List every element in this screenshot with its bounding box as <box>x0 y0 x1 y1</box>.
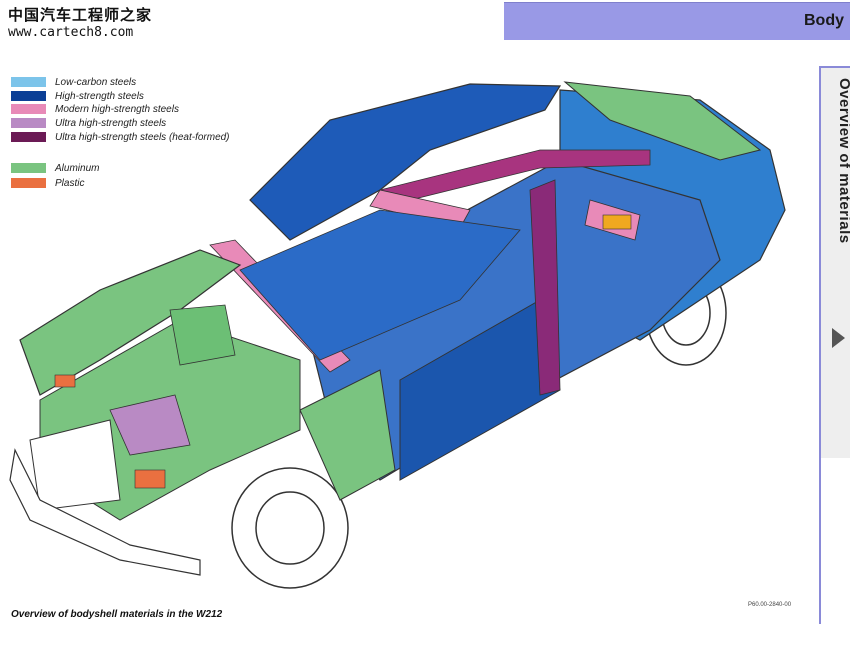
floor-pan <box>239 209 521 361</box>
legend-swatch <box>11 77 46 87</box>
legend-swatch <box>11 91 46 101</box>
front-fender <box>299 369 396 501</box>
rear-plastic <box>602 214 632 230</box>
next-page-arrow-icon[interactable] <box>832 328 845 348</box>
legend-swatch <box>11 104 46 114</box>
legend-swatch <box>11 178 46 188</box>
sidebar-tab-overview[interactable] <box>819 66 850 458</box>
legend-item-high-strength: High-strength steels <box>11 90 144 102</box>
b-pillar <box>529 179 561 396</box>
legend-label: Low-carbon steels <box>55 76 137 88</box>
watermark-url: www.cartech8.com <box>8 24 134 40</box>
legend-item-plastic: Plastic <box>11 177 84 189</box>
legend-label: Aluminum <box>55 162 100 174</box>
roof <box>249 83 562 241</box>
sidebar-tab-label: Overview of materials <box>836 78 850 244</box>
watermark: 中国汽车工程师之家 www.cartech8.com <box>8 6 152 41</box>
plastic-part-2 <box>54 374 76 388</box>
legend-item-modern-high-strength: Modern high-strength steels <box>11 103 179 115</box>
front-bumper <box>9 448 201 576</box>
sidebar-divider <box>819 456 821 624</box>
trunk-lid <box>563 81 762 161</box>
page-title: Body <box>804 12 844 29</box>
front-wheel <box>231 467 349 589</box>
front-grille <box>29 419 121 511</box>
engine-support <box>109 394 191 456</box>
legend-label: Ultra high-strength steels <box>55 117 167 129</box>
header-band: Body <box>504 2 850 40</box>
legend-swatch <box>11 118 46 128</box>
legend-swatch <box>11 132 46 142</box>
legend-label: Modern high-strength steels <box>55 103 179 115</box>
legend-item-aluminum: Aluminum <box>11 162 99 174</box>
hood <box>19 249 242 396</box>
plastic-part <box>134 469 166 489</box>
figure-code: P60.00-2840-00 <box>748 602 792 608</box>
legend-label: Plastic <box>55 177 85 189</box>
watermark-chinese: 中国汽车工程师之家 <box>8 6 153 24</box>
legend-item-low-carbon: Low-carbon steels <box>11 76 136 88</box>
legend-swatch <box>11 163 46 173</box>
legend-item-heat-formed: Ultra high-strength steels (heat-formed) <box>11 131 230 143</box>
suspension-tower <box>169 304 236 366</box>
legend-label: Ultra high-strength steels (heat-formed) <box>55 131 230 143</box>
figure-caption: Overview of bodyshell materials in the W… <box>11 609 223 620</box>
legend-label: High-strength steels <box>55 90 144 102</box>
legend-item-ultra-high-strength: Ultra high-strength steels <box>11 117 166 129</box>
